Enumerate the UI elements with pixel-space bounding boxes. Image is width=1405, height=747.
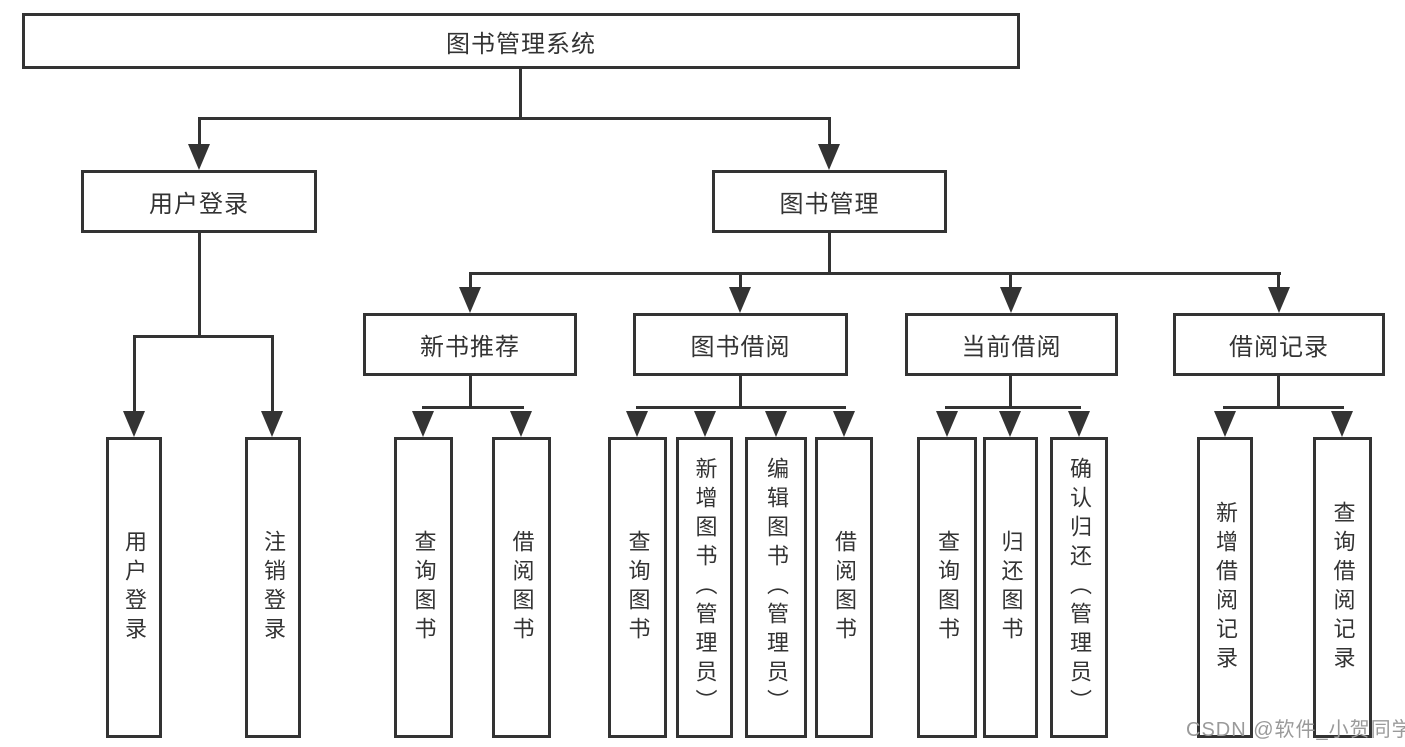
- leaf-label: 查询图书: [411, 529, 437, 646]
- node-book-management: 图书管理: [712, 170, 947, 233]
- node-new-book-recommend: 新书推荐: [363, 313, 577, 376]
- leaf-label: 借阅图书: [832, 529, 857, 646]
- leaf-current-confirm-return: 确认归还（管理员）: [1050, 437, 1108, 738]
- leaf-logout-login: 注销登录: [245, 437, 301, 738]
- leaf-borrow-borrow-book: 借阅图书: [815, 437, 873, 738]
- leaf-label: 查询借阅记录: [1330, 500, 1356, 675]
- leaf-label: 编辑图书（管理员）: [764, 457, 789, 718]
- connector-rail-level2: [198, 117, 831, 120]
- arrow-down-icon: [999, 411, 1021, 437]
- arrow-down-icon: [1000, 287, 1022, 313]
- arrow-down-icon: [765, 411, 787, 437]
- connector-drop: [1009, 376, 1012, 408]
- leaf-records-add: 新增借阅记录: [1197, 437, 1253, 738]
- leaf-borrow-edit-book: 编辑图书（管理员）: [745, 437, 807, 738]
- leaf-borrow-query: 查询图书: [608, 437, 667, 738]
- leaf-label: 确认归还（管理员）: [1067, 457, 1092, 718]
- arrow-down-icon: [936, 411, 958, 437]
- connector-drop: [739, 376, 742, 408]
- leaf-label: 注销登录: [261, 529, 286, 646]
- node-current-borrow: 当前借阅: [905, 313, 1118, 376]
- connector-stem-borrow-records: [1277, 272, 1280, 289]
- arrow-down-icon: [188, 144, 210, 170]
- arrow-down-icon: [123, 411, 145, 437]
- connector-rail-current-borrow: [945, 406, 1081, 409]
- connector-rail-level3: [469, 272, 1281, 275]
- leaf-user-login: 用户登录: [106, 437, 162, 738]
- leaf-label: 新增借阅记录: [1213, 500, 1238, 675]
- connector-rail-borrow-records: [1223, 406, 1344, 409]
- arrow-down-icon: [510, 411, 532, 437]
- arrow-down-icon: [1214, 411, 1236, 437]
- connector-rail-user-login: [133, 335, 274, 338]
- connector-book-management-drop: [828, 233, 831, 275]
- connector-stem-new-book: [469, 272, 472, 289]
- leaf-label: 查询图书: [625, 529, 651, 646]
- connector-root-drop: [519, 69, 522, 117]
- connector-drop: [1277, 376, 1280, 408]
- leaf-current-return: 归还图书: [983, 437, 1038, 738]
- node-borrow-records: 借阅记录: [1173, 313, 1385, 376]
- connector-rail-new-book: [422, 406, 524, 409]
- leaf-label: 借阅图书: [509, 529, 535, 646]
- arrow-down-icon: [626, 411, 648, 437]
- connector-stem-book-borrow: [739, 272, 742, 289]
- arrow-down-icon: [818, 144, 840, 170]
- connector-stem-leaf: [271, 335, 274, 413]
- connector-drop: [469, 376, 472, 408]
- watermark: CSDN @软件_小贺同学: [1186, 719, 1405, 741]
- connector-user-login-drop: [198, 233, 201, 335]
- connector-stem-current-borrow: [1009, 272, 1012, 289]
- leaf-label: 归还图书: [998, 529, 1024, 646]
- leaf-label: 新增图书（管理员）: [692, 457, 718, 718]
- leaf-current-query: 查询图书: [917, 437, 977, 738]
- leaf-label: 用户登录: [122, 529, 147, 646]
- arrow-down-icon: [1331, 411, 1353, 437]
- arrow-down-icon: [1268, 287, 1290, 313]
- arrow-down-icon: [412, 411, 434, 437]
- connector-stem-leaf: [133, 335, 136, 413]
- arrow-down-icon: [729, 287, 751, 313]
- leaf-newbook-borrow: 借阅图书: [492, 437, 551, 738]
- leaf-borrow-add-book: 新增图书（管理员）: [676, 437, 733, 738]
- leaf-newbook-query: 查询图书: [394, 437, 453, 738]
- leaf-records-query: 查询借阅记录: [1313, 437, 1372, 738]
- leaf-label: 查询图书: [935, 529, 960, 646]
- node-library-system: 图书管理系统: [22, 13, 1020, 69]
- arrow-down-icon: [1068, 411, 1090, 437]
- arrow-down-icon: [261, 411, 283, 437]
- arrow-down-icon: [833, 411, 855, 437]
- arrow-down-icon: [459, 287, 481, 313]
- node-book-borrow: 图书借阅: [633, 313, 848, 376]
- connector-stem-book-management: [828, 117, 831, 146]
- connector-stem-user-login: [198, 117, 201, 146]
- node-user-login: 用户登录: [81, 170, 317, 233]
- arrow-down-icon: [694, 411, 716, 437]
- connector-rail-book-borrow: [636, 406, 846, 409]
